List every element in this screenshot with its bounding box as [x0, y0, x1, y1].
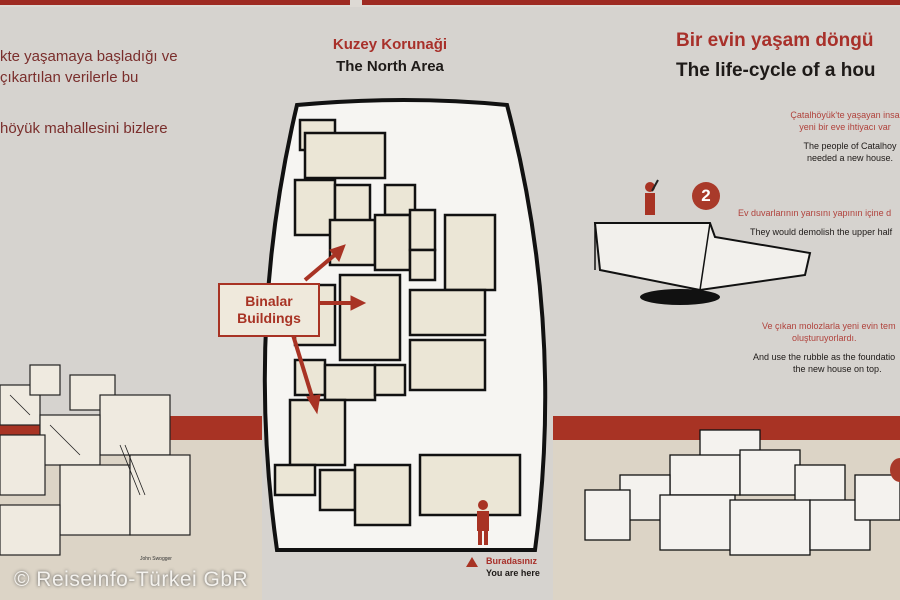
p1-en: needed a new house.	[806, 153, 894, 163]
you-are-here-en: You are here	[486, 568, 540, 578]
map-title-en: The North Area	[336, 58, 444, 75]
buildings-label: Binalar Buildings	[218, 283, 320, 337]
left-text-line: çıkartılan verilerle bu	[0, 69, 139, 86]
buildings-label-en: Buildings	[237, 310, 301, 326]
lifecycle-title-tr: Bir evin yaşam döngü	[676, 30, 874, 51]
p3-en: the new house on top.	[793, 364, 882, 374]
you-are-here-triangle-icon	[466, 557, 478, 567]
watermark: © Reiseinfo-Türkei GbR	[14, 568, 249, 591]
p2-en: They would demolish the upper half	[750, 227, 893, 237]
left-text-line: kte yaşamaya başladığı ve	[0, 48, 178, 65]
p1-tr: Çatalhöyük'te yaşayan insa	[790, 110, 900, 120]
step-2-badge: 2	[692, 182, 720, 210]
p3-tr: Ve çıkan molozlarla yeni evin tem	[762, 321, 896, 331]
person-icon	[477, 500, 489, 545]
village-illustration	[0, 364, 191, 556]
p1-en: The people of Catalhoy	[803, 141, 897, 151]
p2-tr: Ev duvarlarının yarısını yapının içine d	[738, 208, 892, 218]
you-are-here-tr: Buradasınız	[486, 556, 538, 566]
houses-illustration	[584, 429, 900, 556]
p3-en: And use the rubble as the foundatio	[753, 352, 896, 362]
buildings-label-tr: Binalar	[245, 293, 293, 309]
worker-figure	[645, 179, 659, 215]
p3-tr: oluşturuyorlardı.	[792, 333, 857, 343]
p1-tr: yeni bir eve ihtiyacı var	[799, 122, 891, 132]
top-border	[0, 0, 900, 7]
step-badge-partial	[890, 458, 900, 482]
demolition-illustration	[593, 179, 812, 305]
map-title-tr: Kuzey Korunaği	[332, 36, 448, 53]
left-text-line: höyük mahallesini bizlere	[0, 120, 168, 137]
lifecycle-title-en: The life-cycle of a hou	[676, 60, 876, 81]
illustration-credit: John Swogger	[140, 556, 172, 562]
